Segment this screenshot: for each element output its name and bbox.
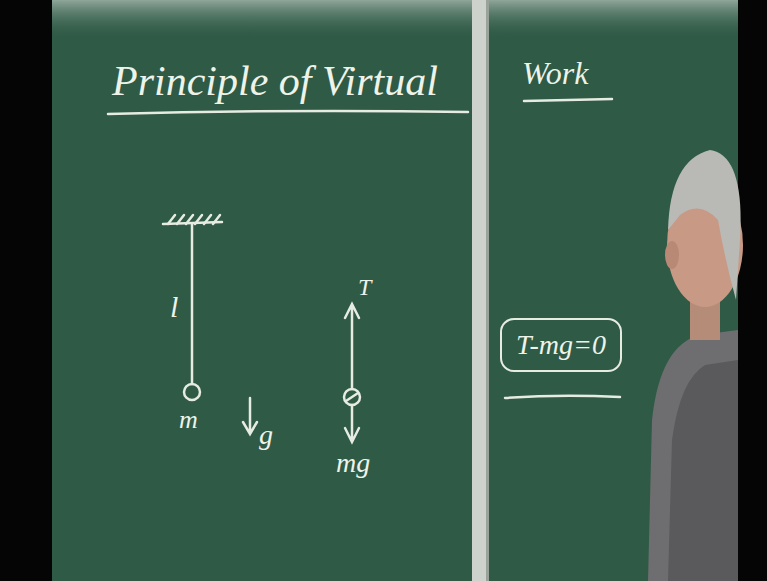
title: Principle of Virtual — [112, 58, 438, 104]
title-underline — [108, 111, 468, 114]
divider-edge — [486, 0, 489, 581]
gravity-label: g — [259, 420, 273, 451]
equation-box: T-mg=0 — [500, 318, 622, 372]
force-label: T — [358, 274, 371, 300]
bob-free-body — [344, 389, 360, 405]
mass-label: m — [179, 406, 198, 435]
title-word: Work — [522, 56, 588, 91]
string — [191, 224, 194, 384]
title-underline — [524, 99, 612, 101]
bob — [184, 384, 200, 400]
box-underline — [505, 396, 620, 398]
length-label: l — [170, 290, 178, 323]
frame-right — [738, 0, 767, 581]
lecturer — [648, 150, 743, 581]
tension-arrow — [345, 304, 359, 389]
ceiling-hatch — [168, 215, 220, 224]
frame-left — [0, 0, 52, 581]
board-divider — [472, 0, 488, 581]
force-label: mg — [336, 448, 370, 479]
equation: T-mg=0 — [516, 328, 606, 362]
bob-hatch — [346, 393, 358, 401]
weight-arrow — [345, 405, 359, 442]
gravity-arrow — [243, 398, 257, 434]
glare — [50, 0, 740, 40]
